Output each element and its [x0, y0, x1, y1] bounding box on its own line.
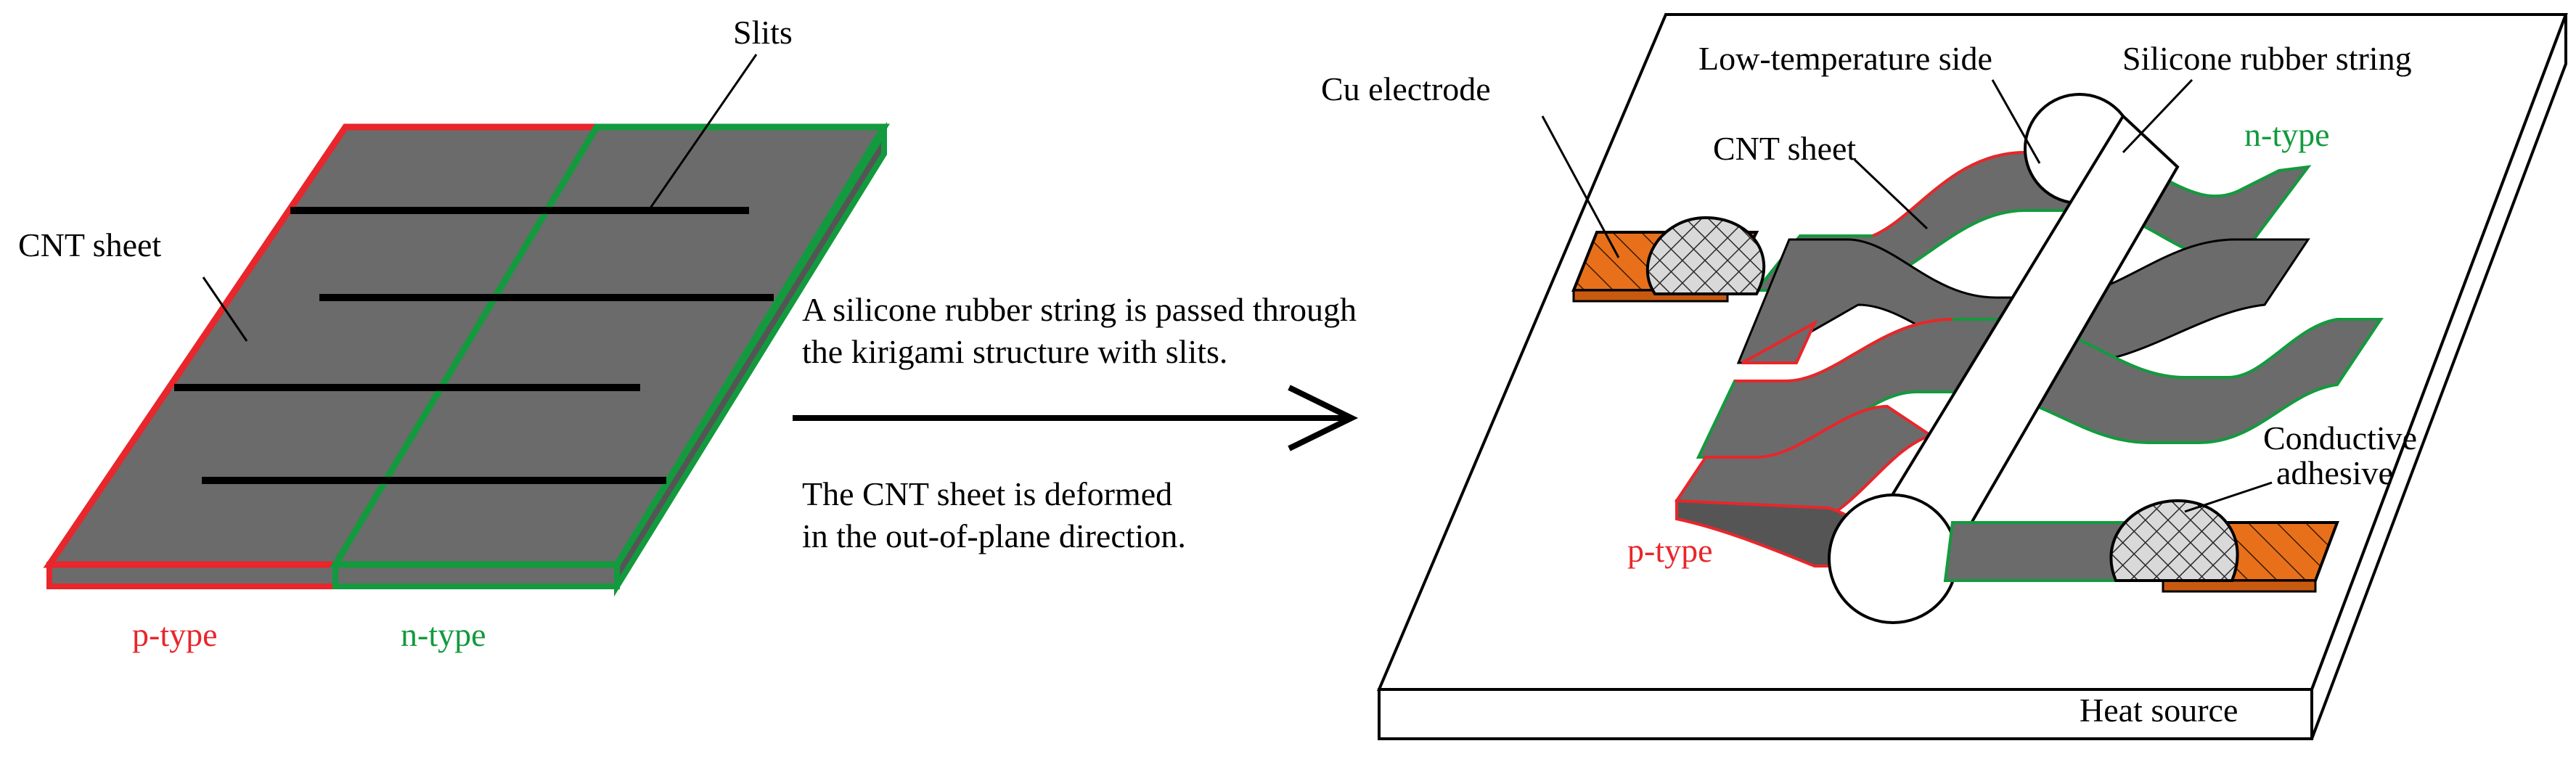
n-type-right-label: n-type [2244, 116, 2330, 153]
conductive-adhesive-line: Conductive [2263, 419, 2418, 456]
cnt-sheet-right-label: CNT sheet [1713, 130, 1857, 167]
heat-source-label: Heat source [2080, 692, 2238, 729]
silicone-string-front-end [1828, 493, 1958, 624]
step2-line: in the out-of-plane direction. [802, 517, 1186, 554]
n-type-sheet [330, 123, 891, 568]
cu-electrode-label: Cu electrode [1321, 70, 1491, 107]
slits-leader [648, 54, 758, 210]
process-arrow [793, 385, 1359, 451]
step2-line: The CNT sheet is deformed [802, 475, 1173, 512]
conductive-adhesive-line: adhesive [2276, 454, 2393, 491]
conductive-adhesive-leader [2184, 481, 2273, 513]
step2-caption: The CNT sheet is deformed in the out-of-… [802, 473, 1186, 557]
heat-source-side [2310, 14, 2567, 740]
cnt-sheet-left-label: CNT sheet [18, 226, 162, 263]
slits-label: Slits [733, 14, 793, 51]
flat-cnt-sheet [43, 54, 891, 597]
conductive-adhesive-label: Conductive adhesive [2263, 421, 2417, 491]
silicone-string-label: Silicone rubber string [2122, 40, 2412, 77]
cu-electrode-leader [1541, 115, 1620, 258]
cnt-sheet-leader [202, 276, 248, 342]
p-type-left-label: p-type [132, 616, 218, 653]
cnt-sheet-right-leader [1853, 158, 1929, 230]
low-temp-leader [1991, 79, 2041, 164]
conductive-adhesive-left [1645, 216, 1766, 295]
low-temp-label: Low-temperature side [1698, 40, 1992, 77]
conductive-adhesive-right [2109, 499, 2239, 582]
silicone-rubber-string [1828, 113, 2180, 624]
step1-line: the kirigami structure with slits. [802, 333, 1228, 370]
step1-caption: A silicone rubber string is passed throu… [802, 289, 1357, 373]
silicone-string-leader [2122, 78, 2193, 154]
p-type-right-label: p-type [1627, 532, 1713, 569]
n-type-left-label: n-type [401, 616, 486, 653]
step1-line: A silicone rubber string is passed throu… [802, 291, 1357, 328]
